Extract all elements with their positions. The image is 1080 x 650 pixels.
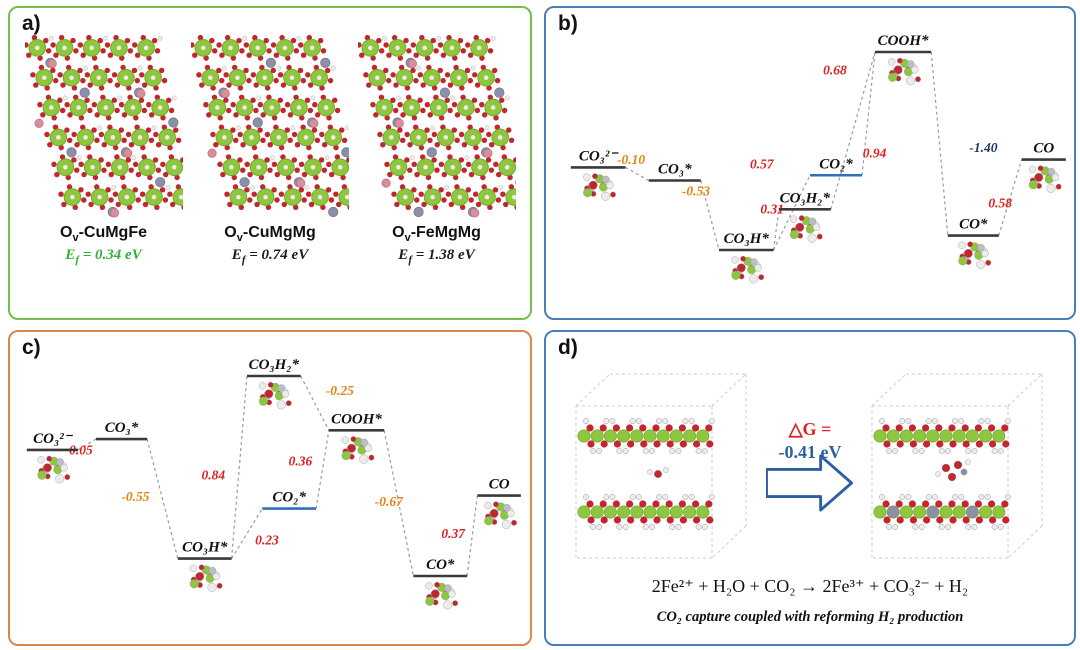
svg-text:0.05: 0.05	[69, 442, 93, 457]
lattice-cumgmg-image	[191, 34, 349, 218]
panel-d: d) △G = -0.41 eV 2Fe²⁺ + H₂O + CO₂ → 2Fe…	[544, 330, 1076, 646]
svg-text:COOH*: COOH*	[331, 411, 382, 427]
svg-text:CO₂*: CO₂*	[819, 156, 853, 172]
svg-text:0.31: 0.31	[760, 202, 784, 217]
figure-caption: CO₂ capture coupled with reforming H₂ pr…	[656, 609, 964, 625]
svg-text:0.23: 0.23	[255, 533, 279, 548]
svg-text:-1.40: -1.40	[969, 140, 997, 155]
structure-cumgmg: Ov-CuMgMg Ef = 0.74 eV	[191, 30, 349, 266]
svg-text:0.57: 0.57	[750, 157, 775, 172]
formation-energy: Ef = 0.34 eV	[65, 247, 142, 267]
structure-name: Ov-CuMgMg	[224, 224, 316, 245]
svg-text:0.37: 0.37	[441, 526, 466, 541]
structure-cumgfe: Ov-CuMgFe Ef = 0.34 eV	[24, 30, 183, 267]
energy-diagram-c: 0.05 -0.55 0.84 0.23 -0.25 0.36 -0.67 0.37 CO₃²⁻…	[14, 336, 526, 640]
svg-text:CO₃²⁻: CO₃²⁻	[579, 148, 620, 164]
svg-text:CO*: CO*	[959, 217, 988, 233]
delta-g-value: -0.41 eV	[778, 441, 842, 462]
delta-g-text: △G = -0.41 eV	[756, 418, 864, 463]
svg-text:CO₃H*: CO₃H*	[724, 231, 770, 247]
panel-b-label: b)	[558, 12, 578, 35]
structure-name: Ov-CuMgFe	[59, 224, 147, 245]
svg-text:0.36: 0.36	[289, 453, 313, 468]
svg-text:CO₃²⁻: CO₃²⁻	[33, 431, 74, 447]
svg-text:-0.55: -0.55	[121, 489, 149, 504]
formation-energy: Ef = 0.74 eV	[231, 247, 309, 267]
formation-energy: Ef = 1.38 eV	[398, 247, 475, 267]
slab-after-image	[871, 373, 1043, 559]
svg-text:COOH*: COOH*	[878, 33, 929, 49]
svg-text:-0.25: -0.25	[326, 383, 354, 398]
reaction-arrow-icon	[766, 454, 854, 512]
panel-a-label: a)	[22, 12, 41, 35]
svg-text:0.58: 0.58	[988, 196, 1012, 211]
structure-femgmg: Ov-FeMgMg Ef = 1.38 eV	[357, 30, 516, 267]
svg-text:CO₃*: CO₃*	[658, 162, 692, 178]
svg-text:CO₃*: CO₃*	[105, 420, 139, 436]
svg-text:CO₃H₂*: CO₃H₂*	[780, 190, 831, 206]
svg-text:0.94: 0.94	[863, 146, 887, 161]
lattice-femgmg-image	[357, 34, 516, 218]
svg-text:CO₃H₂*: CO₃H₂*	[249, 357, 300, 373]
lattice-cumgfe-image	[24, 34, 183, 218]
panel-d-label: d)	[558, 336, 578, 359]
svg-text:0.68: 0.68	[823, 63, 847, 78]
svg-text:-0.67: -0.67	[375, 494, 404, 509]
svg-text:CO*: CO*	[426, 557, 455, 573]
energy-diagram-b: -0.10 -0.53 0.31 0.57 0.68 0.94 -1.40 0.58 CO₃²⁻…	[550, 12, 1070, 314]
slab-before-image	[575, 373, 747, 559]
structures-row: Ov-CuMgFe Ef = 0.34 eV Ov-CuMgMg Ef = 0.…	[16, 30, 524, 266]
structure-name: Ov-FeMgMg	[392, 224, 481, 245]
svg-text:-0.10: -0.10	[617, 152, 645, 167]
delta-g-label: △G =	[788, 419, 832, 439]
panel-c-label: c)	[22, 336, 41, 359]
svg-text:-0.53: -0.53	[682, 183, 710, 198]
svg-text:CO: CO	[489, 477, 510, 493]
reaction-equation: 2Fe²⁺ + H₂O + CO₂ → 2Fe³⁺ + CO₃²⁻ + H₂	[651, 576, 969, 596]
svg-text:0.84: 0.84	[201, 467, 225, 482]
panel-a: a) Ov-CuMgFe Ef = 0.34 eV Ov-CuMgMg Ef =…	[8, 6, 532, 320]
svg-text:CO₂*: CO₂*	[272, 490, 306, 506]
svg-text:CO₃H*: CO₃H*	[182, 540, 228, 556]
svg-text:CO: CO	[1033, 141, 1054, 157]
